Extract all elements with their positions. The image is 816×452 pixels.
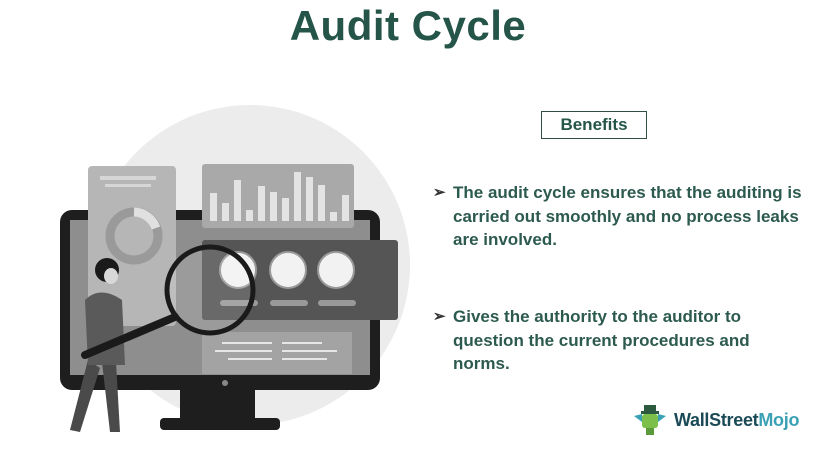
arrow-bullet-icon: ➢ [433, 308, 446, 325]
benefit-text: Gives the authority to the auditor to qu… [453, 307, 750, 373]
wallstreetmojo-logo: WallStreetMojo [632, 404, 799, 436]
benefit-item: ➢ The audit cycle ensures that the audit… [433, 181, 803, 252]
donut-chart-icon [88, 166, 176, 326]
logo-text-mojo: Mojo [758, 409, 800, 430]
benefit-text: The audit cycle ensures that the auditin… [453, 183, 802, 249]
arrow-bullet-icon: ➢ [433, 184, 446, 201]
page-title: Audit Cycle [289, 2, 527, 49]
bar-chart-icon [202, 164, 354, 228]
mojo-mascot-icon [634, 405, 666, 435]
benefit-item: ➢ Gives the authority to the auditor to … [433, 305, 803, 376]
audit-illustration [60, 105, 410, 432]
magnifying-glass-icon [81, 244, 256, 359]
logo-text-wallstreet: WallStreet [674, 409, 759, 430]
benefits-heading: Benefits [541, 111, 647, 139]
